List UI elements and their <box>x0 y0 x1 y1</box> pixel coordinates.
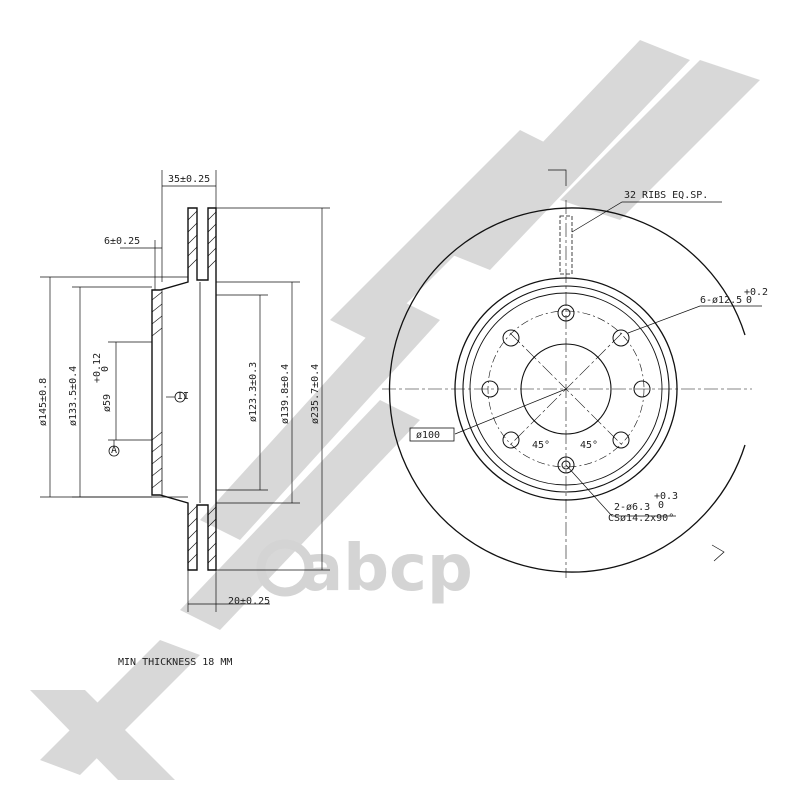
front-view: 32 RIBS EQ.SP. 6-ø12.5 +0.2 0 ø100 45° 4… <box>382 169 768 578</box>
rib-detail <box>559 215 573 275</box>
screw-holes-tol-upper: +0.3 <box>654 491 678 502</box>
watermark-stroke-6 <box>440 40 690 270</box>
bolt-hole <box>502 329 520 347</box>
section-hatching <box>151 210 217 564</box>
dim-dia-145: ø145±0.8 <box>38 378 49 426</box>
watermark-stroke-2 <box>40 640 200 775</box>
bolt-hole <box>633 380 651 398</box>
dim-overall-width: 35±0.25 <box>168 174 210 185</box>
disc-outer-edge <box>388 207 746 573</box>
dim-disc-thickness: 20±0.25 <box>228 596 270 607</box>
angle-right-label: 45° <box>580 440 598 451</box>
countersink-label: CSø14.2x90° <box>608 513 674 524</box>
bolt-hole <box>612 329 630 347</box>
watermark-stroke-7 <box>560 60 760 220</box>
flatness-marker <box>174 391 186 403</box>
watermark-shop-text: abcp <box>300 532 473 606</box>
min-thickness-note: MIN THICKNESS 18 MM <box>118 657 232 668</box>
dim-dia-59: ø59 <box>102 394 113 412</box>
side-profile-outline <box>151 207 217 571</box>
bolt-holes <box>481 304 651 474</box>
screw-hole <box>557 456 575 474</box>
watermark-stroke-3 <box>180 400 420 630</box>
dim-dia-133: ø133.5±0.4 <box>68 366 79 426</box>
dim-dia-123: ø123.3±0.3 <box>248 362 259 422</box>
screw-holes-tol-lower: 0 <box>658 500 664 511</box>
bolt-hole-inner <box>561 308 571 318</box>
pcd-box <box>409 427 455 442</box>
dim-dia-59-tol-lower: 0 <box>100 366 111 372</box>
screw-hole-inner <box>561 460 571 470</box>
bolt-holes-tol-upper: +0.2 <box>744 287 768 298</box>
watermark-stroke-5 <box>330 130 560 340</box>
ribs-label: 32 RIBS EQ.SP. <box>624 190 708 201</box>
watermark: abcp <box>30 40 760 780</box>
datum-a-label: A <box>111 445 117 456</box>
dim-hat-offset: 6±0.25 <box>104 236 140 247</box>
screw-holes-label: 2-ø6.3 <box>614 502 650 513</box>
datum-a-marker <box>108 445 120 457</box>
dim-dia-59-tol-upper: +0.12 <box>92 353 103 383</box>
pcd-label: ø100 <box>416 430 440 441</box>
flatness-label: II <box>177 391 189 402</box>
front-leaders <box>454 169 762 562</box>
dim-dia-235: ø235.7±0.4 <box>310 364 321 424</box>
dim-dia-139: ø139.8±0.4 <box>280 364 291 424</box>
watermark-shop-icon <box>256 539 314 597</box>
bolt-hole <box>481 380 499 398</box>
bolt-holes-label: 6-ø12.5 <box>700 295 742 306</box>
side-dimension-lines <box>40 170 330 612</box>
bolt-hole <box>557 304 575 322</box>
side-view: 35±0.25 6±0.25 20±0.25 ø145±0.8 ø133.5±0… <box>38 170 330 612</box>
bolt-holes-tol-lower: 0 <box>746 295 752 306</box>
bolt-hole <box>502 431 520 449</box>
bolt-hole <box>612 431 630 449</box>
angle-left-label: 45° <box>532 440 550 451</box>
